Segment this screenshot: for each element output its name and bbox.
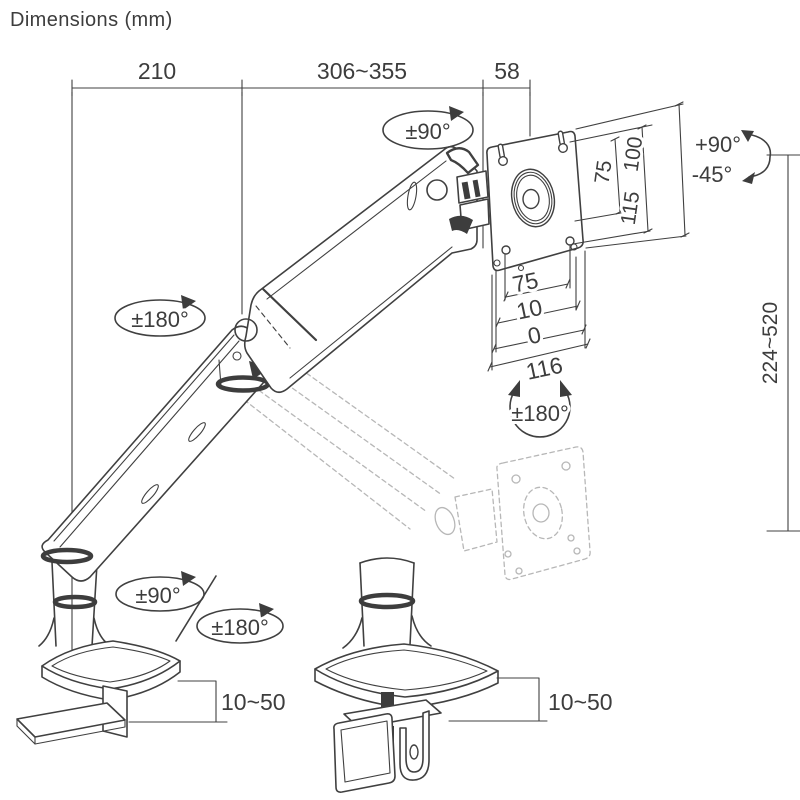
dim-vesa-0: 0 [525, 321, 543, 349]
dim-vesa-75-h: 75 [510, 267, 540, 298]
grommet-hook [399, 710, 430, 781]
dim-base-to-elbow: 210 [138, 58, 176, 84]
dim-clamp-left: 10~50 [221, 689, 286, 715]
head-tilt-joint [445, 147, 490, 234]
head-swivel-arrow [382, 110, 474, 150]
arm-base-ring [40, 547, 94, 565]
dim-vesa-75-v: 75 [591, 159, 617, 185]
plate-outline [486, 130, 584, 272]
lower-arm [40, 325, 277, 582]
labels: Dimensions (mm) 210 306~355 58 ±90° ±180… [10, 9, 782, 715]
rotation-plate-spin: ±180° [511, 401, 569, 426]
keyhole-slot [497, 143, 509, 167]
ghost-vesa-plate [496, 446, 591, 581]
arm-slot [141, 484, 159, 504]
ghost-head-joint [454, 488, 498, 552]
base-plate [314, 643, 499, 698]
arm-slot [188, 422, 206, 442]
rotation-annotations [114, 106, 772, 644]
plate-center-hole [522, 188, 540, 210]
elbow-swivel-arrow [114, 299, 206, 337]
dim-height-range: 224~520 [759, 302, 782, 384]
dim-clamp-right: 10~50 [548, 689, 613, 715]
elbow-hole [234, 318, 258, 342]
arm-slot [406, 181, 418, 211]
rotation-head-swivel: ±90° [405, 119, 450, 144]
grommet-base [314, 557, 499, 793]
rotation-base-swivel-alt: ±180° [211, 615, 269, 640]
plate-boss [510, 168, 556, 228]
keyhole-slot [557, 130, 569, 154]
dimension-lines [71, 79, 800, 723]
pole-ring [52, 594, 98, 610]
dim-vesa-10: 10 [514, 294, 544, 325]
dim-reach: 306~355 [317, 58, 407, 84]
rotation-tilt-up: +90° [695, 132, 741, 157]
ghost-arm-position [237, 349, 591, 581]
dim-plate-width: 116 [524, 352, 565, 385]
head-hole [426, 179, 448, 201]
gas-spring-rod [261, 287, 318, 342]
plate-spin-arrow [509, 391, 571, 438]
rotation-elbow-swivel: ±180° [131, 307, 189, 332]
dim-head-offset: 58 [494, 58, 520, 84]
vesa-plate [486, 130, 584, 272]
rotation-tilt-down: -45° [692, 162, 733, 187]
slash-divider [175, 575, 217, 642]
pole-ring [358, 592, 416, 610]
page-title: Dimensions (mm) [10, 9, 173, 31]
desk-clamp-base [16, 561, 181, 745]
upper-arm [234, 145, 478, 394]
rotation-base-swivel: ±90° [135, 583, 180, 608]
dim-vesa-100-v: 100 [620, 135, 648, 173]
base-swivel-alt-arrow [196, 608, 284, 644]
grommet-pad [333, 713, 396, 793]
dim-plate-height: 115 [617, 190, 644, 226]
